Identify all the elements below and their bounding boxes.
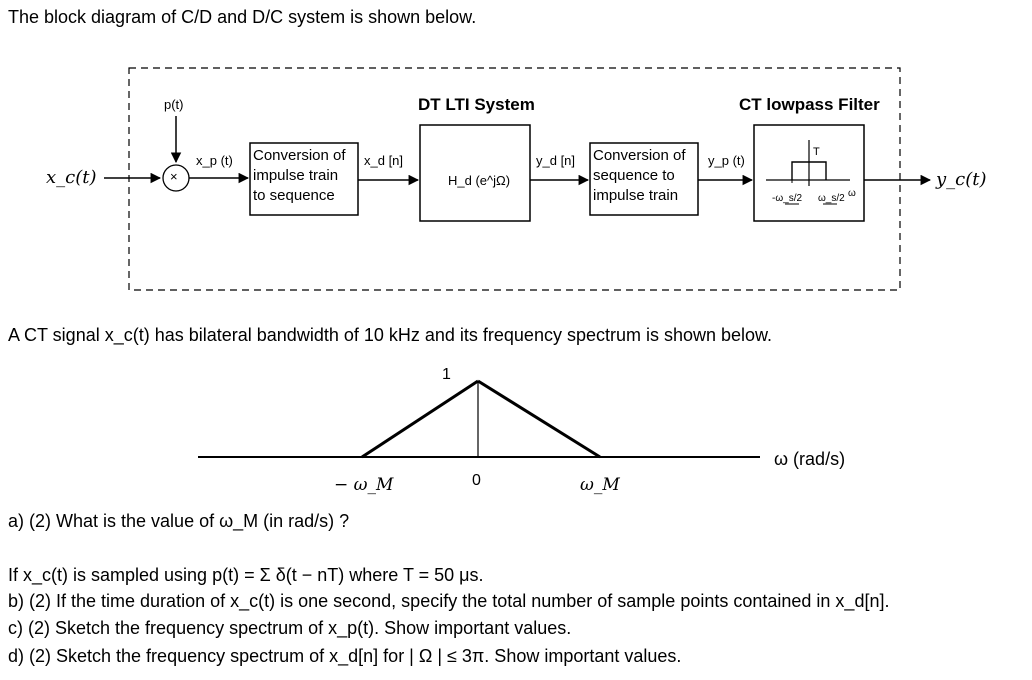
sequence-to-impulse-block — [589, 142, 699, 216]
multiplier-symbol: × — [170, 169, 178, 184]
block1-line: to sequence — [253, 187, 335, 204]
filter-tick-right: ω_s/2 — [818, 193, 845, 204]
sampling-statement: If x_c(t) is sampled using p(t) = Σ δ(t … — [8, 565, 484, 585]
spectrum-peak-label: 1 — [442, 366, 451, 383]
block3-line: sequence to — [593, 167, 675, 184]
spectrum-left-label: − ω_M — [334, 475, 394, 495]
yp-label: y_p (t) — [708, 153, 745, 168]
pt-label: p(t) — [164, 97, 184, 112]
output-label: y_c(t) — [936, 169, 987, 190]
spectrum-axis-label: ω (rad/s) — [774, 449, 846, 469]
block3-line: Conversion of — [593, 147, 686, 164]
spectrum-right-label: ω_M — [580, 475, 620, 495]
block3-line: impulse train — [593, 187, 679, 204]
filter-axis-label: ω — [848, 188, 856, 199]
block1-line: impulse train — [253, 167, 339, 184]
question-a: a) (2) What is the value of ω_M (in rad/… — [8, 511, 350, 531]
spectrum-right-edge — [477, 379, 601, 459]
filter-tick-left: -ω_s/2 — [772, 193, 803, 204]
dt-lti-block — [419, 124, 531, 222]
question-b: b) (2) If the time duration of x_c(t) is… — [8, 591, 890, 611]
block1-line: Conversion of — [253, 147, 346, 164]
xp-label: x_p (t) — [196, 153, 233, 168]
input-label: x_c(t) — [46, 167, 97, 188]
filter-rect-response — [791, 161, 827, 180]
question-c: c) (2) Sketch the frequency spectrum of … — [8, 618, 572, 638]
filter-gain-label: T — [813, 146, 820, 158]
impulse-to-sequence-block — [249, 142, 359, 216]
signal-description: A CT signal x_c(t) has bilateral bandwid… — [8, 325, 773, 345]
system-boundary — [128, 67, 901, 291]
block1-text: Conversion of impulse train to sequence — [253, 146, 346, 206]
block3-text: Conversion of sequence to impulse train — [593, 146, 686, 206]
question-d: d) (2) Sketch the frequency spectrum of … — [8, 646, 682, 666]
block2-label: H_d (e^jΩ) — [448, 173, 511, 188]
spectrum-zero-label: 0 — [472, 472, 481, 489]
ct-lowpass-title: CT lowpass Filter — [739, 95, 880, 114]
dt-lti-title: DT LTI System — [418, 95, 535, 114]
spectrum-left-edge — [361, 379, 479, 459]
xd-label: x_d [n] — [364, 153, 404, 168]
yd-label: y_d [n] — [536, 153, 576, 168]
intro-text: The block diagram of C/D and D/C system … — [8, 7, 477, 27]
